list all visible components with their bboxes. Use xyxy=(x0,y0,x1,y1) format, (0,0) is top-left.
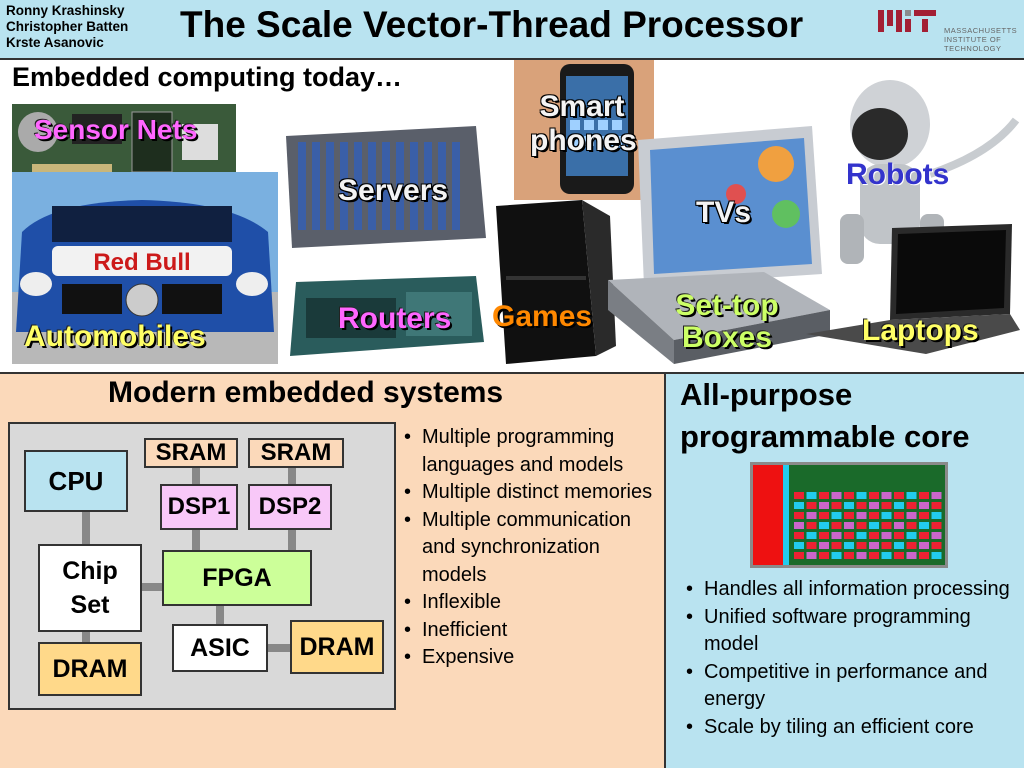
list-item: Multiple distinct memories xyxy=(400,479,662,507)
settop-box-image xyxy=(608,272,830,364)
allpurpose-bullet-list: Handles all information processing Unifi… xyxy=(682,576,1018,741)
laptop-image xyxy=(806,224,1020,354)
label-settop-boxes: Set-top Boxes xyxy=(675,289,779,354)
game-console-image xyxy=(496,200,616,364)
label-sensor-nets: Sensor Nets xyxy=(34,114,198,145)
fpga-block: FPGA xyxy=(162,550,312,606)
sram1-block: SRAM xyxy=(144,438,238,468)
wire xyxy=(82,630,90,642)
label-automobiles: Automobiles xyxy=(24,320,206,353)
list-item: Unified software programming model xyxy=(682,604,1018,659)
list-item: Multiple programming languages and model… xyxy=(400,424,662,479)
list-item: Expensive xyxy=(400,644,662,672)
mit-logo xyxy=(878,10,936,32)
list-item: Multiple communication and synchronizati… xyxy=(400,507,662,590)
modern-bullet-list: Multiple programming languages and model… xyxy=(400,424,662,672)
modern-title: Modern embedded systems xyxy=(108,376,504,409)
label-laptops: Laptops xyxy=(862,314,979,347)
dsp1-block: DSP1 xyxy=(160,484,238,530)
list-item: Inflexible xyxy=(400,589,662,617)
svg-text:Red Bull: Red Bull xyxy=(93,249,190,276)
mit-wordmark: MASSACHUSETTS INSTITUTE OF TECHNOLOGY xyxy=(944,26,1018,53)
wire xyxy=(140,583,164,591)
label-robots: Robots xyxy=(846,158,950,191)
wire xyxy=(288,464,296,486)
wire xyxy=(192,528,200,550)
list-item: Inefficient xyxy=(400,617,662,645)
robot-dog-image xyxy=(840,80,1020,264)
dram-left-block: DRAM xyxy=(38,642,142,696)
wire xyxy=(268,644,290,652)
wire xyxy=(82,510,90,546)
list-item: Scale by tiling an efficient core xyxy=(682,714,1018,742)
core-layout-image xyxy=(750,462,948,568)
wire xyxy=(288,528,296,550)
rally-car-image: Red Bull xyxy=(12,172,278,364)
smartphone-image xyxy=(514,60,654,200)
author-name: Ronny Krashinsky xyxy=(6,3,125,18)
label-games: Games xyxy=(492,300,593,333)
label-tvs: TVs xyxy=(696,196,752,229)
header-bar xyxy=(0,0,1024,60)
server-rack-image xyxy=(286,126,486,248)
list-item: Handles all information processing xyxy=(682,576,1018,604)
slide-title: The Scale Vector-Thread Processor xyxy=(180,4,804,45)
label-servers: Servers xyxy=(338,174,449,207)
list-item: Competitive in performance and energy xyxy=(682,659,1018,714)
author-name: Christopher Batten xyxy=(6,19,129,34)
section-heading: Embedded computing today… xyxy=(12,62,403,92)
wire xyxy=(216,604,224,626)
dsp2-block: DSP2 xyxy=(248,484,332,530)
wire xyxy=(192,464,200,486)
authors-block: Ronny Krashinsky Christopher Batten Krst… xyxy=(6,3,128,51)
author-name: Krste Asanovic xyxy=(6,35,104,50)
tv-image xyxy=(638,126,822,286)
router-image xyxy=(290,276,484,356)
system-diagram: CPU Chip Set DRAM SRAM SRAM DSP1 DSP2 FP… xyxy=(8,422,396,710)
label-smart-phones: Smart phones xyxy=(530,90,637,157)
asic-block: ASIC xyxy=(172,624,268,672)
label-routers: Routers xyxy=(338,302,452,335)
allpurpose-title: All-purpose programmable core xyxy=(680,377,970,454)
cpu-block: CPU xyxy=(24,450,128,512)
sram2-block: SRAM xyxy=(248,438,344,468)
chipset-block: Chip Set xyxy=(38,544,142,632)
dram-right-block: DRAM xyxy=(290,620,384,674)
